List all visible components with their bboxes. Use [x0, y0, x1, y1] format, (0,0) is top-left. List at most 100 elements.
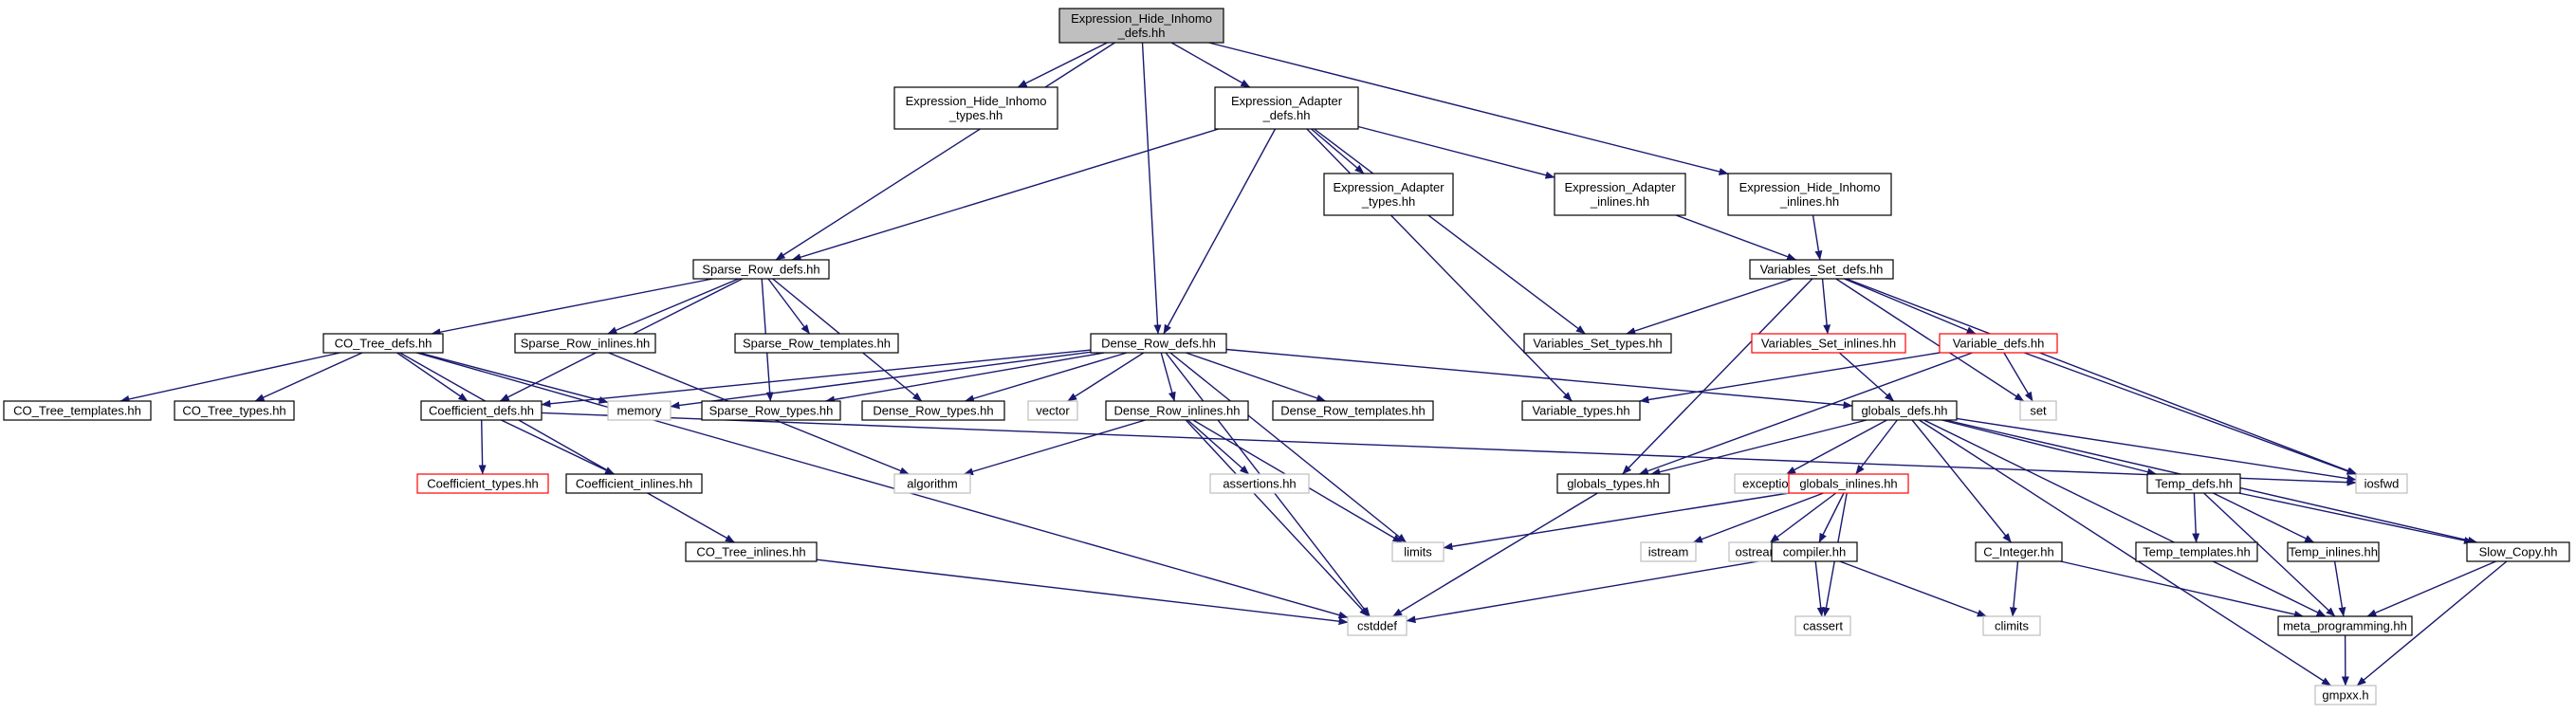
- node-coefficient-types[interactable]: Coefficient_types.hh: [416, 473, 549, 494]
- node-ea-types[interactable]: Expression_Adapter_types.hh: [1323, 173, 1454, 216]
- edge-globals_inlines-to-ostream: [1769, 492, 1837, 543]
- edge-sparse_row_defs-to-sparse_row_inlines: [607, 278, 739, 335]
- node-label: CO_Tree_types.hh: [182, 404, 285, 418]
- edge-dense_row_defs-to-coefficient_defs: [541, 349, 1092, 408]
- node-label: exception: [1742, 477, 1795, 491]
- edge-vs_defs-to-vs_types: [1626, 278, 1794, 335]
- node-label: Dense_Row_templates.hh: [1280, 404, 1425, 418]
- node-variable-defs[interactable]: Variable_defs.hh: [1939, 333, 2058, 354]
- edges-layer: [120, 42, 2508, 687]
- node-dense-row-defs[interactable]: Dense_Row_defs.hh: [1090, 333, 1227, 354]
- node-label: Coefficient_inlines.hh: [576, 477, 692, 491]
- node-vs-types[interactable]: Variables_Set_types.hh: [1523, 333, 1672, 354]
- node-box: [2355, 473, 2408, 494]
- node-temp-defs[interactable]: Temp_defs.hh: [2146, 473, 2241, 494]
- edge-vs_defs-to-set: [1835, 278, 2025, 402]
- edge-c_integer-to-meta_programming: [2060, 560, 2304, 618]
- edge-co_tree_defs-to-memory: [418, 352, 609, 404]
- edge-globals_defs-to-gmpxx: [1919, 419, 2331, 687]
- edge-co_tree_inlines-to-cstddef: [816, 558, 1349, 626]
- node-dense-row-types[interactable]: Dense_Row_types.hh: [861, 400, 1005, 421]
- node-ehi-inlines[interactable]: Expression_Hide_Inhomo_inlines.hh: [1727, 173, 1892, 216]
- node-label: Variable_defs.hh: [1953, 337, 2045, 351]
- node-ea-defs[interactable]: Expression_Adapter_defs.hh: [1214, 86, 1359, 130]
- node-gmpxx: gmpxx.h: [2314, 685, 2377, 705]
- node-label: _inlines.hh: [1590, 194, 1649, 209]
- node-temp-inlines[interactable]: Temp_inlines.hh: [2287, 541, 2380, 562]
- edge-ea_defs-to-ea_types: [1311, 128, 1365, 174]
- node-label: Expression_Adapter: [1231, 94, 1343, 108]
- edge-compiler-to-climits: [1839, 560, 1987, 617]
- node-globals-inlines[interactable]: globals_inlines.hh: [1788, 473, 1909, 494]
- node-c-integer[interactable]: C_Integer.hh: [1975, 541, 2063, 562]
- node-label: set: [2030, 404, 2047, 418]
- node-label: _types.hh: [948, 108, 1003, 122]
- node-label: Dense_Row_types.hh: [873, 404, 993, 418]
- edge-temp_inlines-to-meta_programming: [2333, 560, 2346, 617]
- node-box: [1272, 400, 1434, 421]
- node-sparse-row-inlines[interactable]: Sparse_Row_inlines.hh: [514, 333, 656, 354]
- node-box: [1771, 541, 1858, 562]
- node-temp-templates[interactable]: Temp_templates.hh: [2135, 541, 2258, 562]
- edge-coefficient_defs-to-iosfwd: [541, 412, 2357, 486]
- edge-dense_row_defs-to-dense_row_inlines: [1160, 352, 1176, 402]
- node-climits: climits: [1982, 615, 2041, 636]
- node-label: _defs.hh: [1262, 108, 1311, 122]
- node-dense-row-inlines[interactable]: Dense_Row_inlines.hh: [1105, 400, 1249, 421]
- node-co-tree-defs[interactable]: CO_Tree_defs.hh: [322, 333, 444, 354]
- node-label: Variable_types.hh: [1532, 404, 1629, 418]
- edge-globals_inlines-to-compiler: [1818, 492, 1845, 543]
- node-set: set: [2019, 400, 2057, 421]
- node-box: [2287, 541, 2380, 562]
- node-cassert: cassert: [1794, 615, 1851, 636]
- edge-root-to-dense_row_defs: [1141, 42, 1162, 335]
- node-ehi-types[interactable]: Expression_Hide_Inhomo_types.hh: [893, 86, 1058, 130]
- node-co-tree-types[interactable]: CO_Tree_types.hh: [174, 400, 295, 421]
- node-label: gmpxx.h: [2322, 688, 2368, 703]
- node-slow-copy[interactable]: Slow_Copy.hh: [2466, 541, 2570, 562]
- edge-vs_defs-to-iosfwd: [1846, 278, 2358, 475]
- node-vs-inlines[interactable]: Variables_Set_inlines.hh: [1751, 333, 1906, 354]
- node-globals-defs[interactable]: globals_defs.hh: [1851, 400, 1958, 421]
- edge-co_tree_defs-to-coefficient_defs: [396, 352, 469, 402]
- node-sparse-row-templates[interactable]: Sparse_Row_templates.hh: [734, 333, 899, 354]
- node-ea-inlines[interactable]: Expression_Adapter_inlines.hh: [1554, 173, 1686, 216]
- edge-dense_row_inlines-to-assertions: [1187, 419, 1250, 475]
- node-co-tree-templates[interactable]: CO_Tree_templates.hh: [3, 400, 152, 421]
- node-box: [734, 333, 899, 354]
- node-label: Expression_Hide_Inhomo: [1739, 180, 1881, 194]
- node-box: [1975, 541, 2063, 562]
- node-box: [2019, 400, 2057, 421]
- edge-slow_copy-to-gmpxx: [2356, 560, 2508, 687]
- node-meta-programming[interactable]: meta_programming.hh: [2277, 615, 2413, 636]
- node-sparse-row-types[interactable]: Sparse_Row_types.hh: [701, 400, 841, 421]
- node-coefficient-inlines[interactable]: Coefficient_inlines.hh: [565, 473, 703, 494]
- node-compiler[interactable]: compiler.hh: [1771, 541, 1858, 562]
- node-label: Temp_defs.hh: [2155, 477, 2233, 491]
- node-box: [2146, 473, 2241, 494]
- node-coefficient-defs[interactable]: Coefficient_defs.hh: [420, 400, 543, 421]
- node-label: iosfwd: [2364, 477, 2400, 491]
- node-box: [1391, 541, 1444, 562]
- node-label: Expression_Hide_Inhomo: [906, 94, 1047, 108]
- node-box: [1788, 473, 1909, 494]
- node-co-tree-inlines[interactable]: CO_Tree_inlines.hh: [685, 541, 818, 562]
- node-dense-row-templates[interactable]: Dense_Row_templates.hh: [1272, 400, 1434, 421]
- edge-vs_defs-to-vs_inlines: [1821, 278, 1831, 335]
- node-root[interactable]: Expression_Hide_Inhomo_defs.hh: [1058, 8, 1224, 44]
- node-iosfwd: iosfwd: [2355, 473, 2408, 494]
- node-globals-types[interactable]: globals_types.hh: [1556, 473, 1670, 494]
- edge-variable_defs-to-globals_types: [1638, 352, 1973, 475]
- node-vs-defs[interactable]: Variables_Set_defs.hh: [1749, 259, 1894, 280]
- node-box: [1749, 259, 1894, 280]
- node-box: [1323, 173, 1454, 216]
- edge-sparse_row_defs-to-co_tree_defs: [431, 278, 713, 337]
- edge-ea_defs-to-vs_types: [1314, 128, 1586, 335]
- edge-coefficient_defs-to-coefficient_types: [478, 419, 487, 475]
- node-box: [1939, 333, 2058, 354]
- node-sparse-row-defs[interactable]: Sparse_Row_defs.hh: [692, 259, 830, 280]
- node-box: [1027, 400, 1078, 421]
- node-variable-types[interactable]: Variable_types.hh: [1521, 400, 1641, 421]
- node-box: [1209, 473, 1310, 494]
- edge-dense_row_defs-to-dense_row_templates: [1186, 352, 1327, 402]
